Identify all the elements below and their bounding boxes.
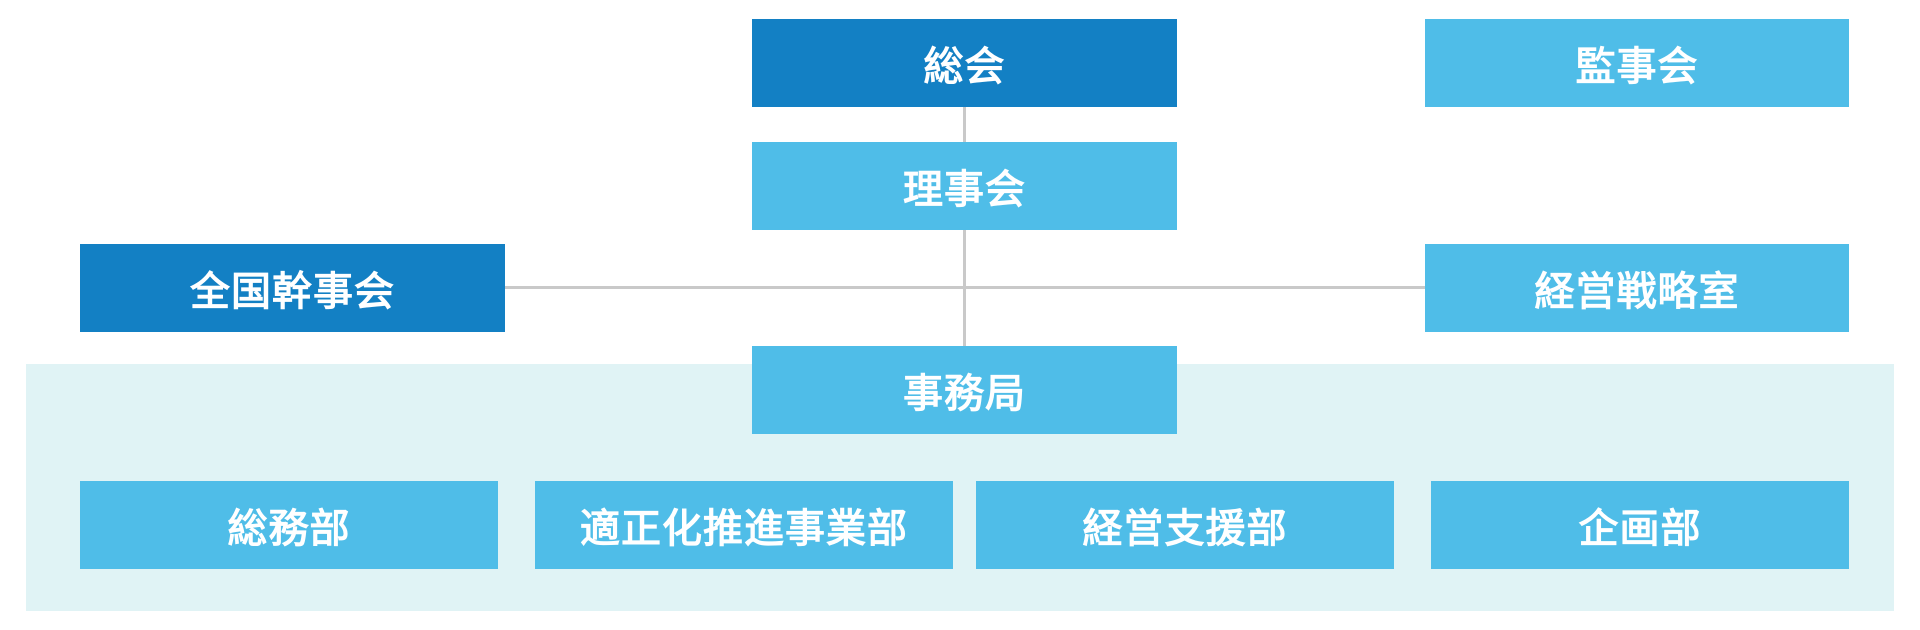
department-label: 適正化推進事業部 <box>580 506 908 552</box>
secretariat-label: 事務局 <box>903 371 1026 417</box>
department-label: 企画部 <box>1578 506 1702 552</box>
board-of-directors-box: 理事会 <box>752 142 1177 230</box>
department-box-management-support: 経営支援部 <box>976 481 1394 569</box>
department-label: 総務部 <box>227 506 351 552</box>
general-assembly-label: 総会 <box>923 44 1006 90</box>
audit-board-box: 監事会 <box>1425 19 1849 107</box>
connector-assembly-to-board <box>963 107 966 143</box>
national-officers-council-label: 全国幹事会 <box>190 269 395 315</box>
board-of-directors-label: 理事会 <box>903 167 1026 213</box>
management-strategy-office-label: 経営戦略室 <box>1534 269 1740 315</box>
secretariat-box: 事務局 <box>752 346 1177 434</box>
audit-board-label: 監事会 <box>1575 44 1699 90</box>
connector-horizontal <box>504 286 1426 289</box>
general-assembly-box: 総会 <box>752 19 1177 107</box>
management-strategy-office-box: 経営戦略室 <box>1425 244 1849 332</box>
national-officers-council-box: 全国幹事会 <box>80 244 505 332</box>
department-box-planning: 企画部 <box>1431 481 1849 569</box>
department-box-general-affairs: 総務部 <box>80 481 498 569</box>
department-label: 経営支援部 <box>1082 506 1288 552</box>
department-box-compliance-promotion: 適正化推進事業部 <box>535 481 953 569</box>
